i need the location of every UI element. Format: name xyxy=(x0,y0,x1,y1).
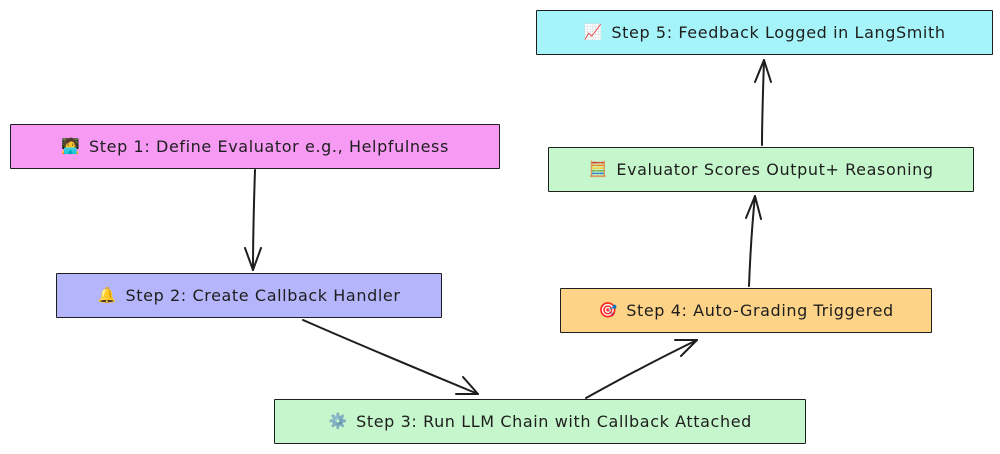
evaluator-box: 🧮 Evaluator Scores Output+ Reasoning xyxy=(548,147,974,192)
target-icon: 🎯 xyxy=(598,301,618,319)
step1-label: Step 1: Define Evaluator e.g., Helpfulne… xyxy=(89,136,449,156)
arrow-step2-to-step3 xyxy=(302,319,479,395)
person-at-laptop-icon: 🧑‍💻 xyxy=(61,137,81,155)
arrow-step1-to-step2 xyxy=(244,169,262,271)
step2-box: 🔔 Step 2: Create Callback Handler xyxy=(56,273,442,318)
abacus-icon: 🧮 xyxy=(588,160,608,178)
step2-label: Step 2: Create Callback Handler xyxy=(125,285,401,305)
gear-icon: ⚙️ xyxy=(328,412,348,430)
step5-label: Step 5: Feedback Logged in LangSmith xyxy=(611,22,946,42)
chart-increasing-icon: 📈 xyxy=(583,23,604,41)
bell-icon: 🔔 xyxy=(97,286,118,304)
step3-box: ⚙️ Step 3: Run LLM Chain with Callback A… xyxy=(274,399,806,444)
step4-box: 🎯 Step 4: Auto-Grading Triggered xyxy=(560,288,932,333)
step5-box: 📈 Step 5: Feedback Logged in LangSmith xyxy=(536,10,993,55)
step1-box: 🧑‍💻 Step 1: Define Evaluator e.g., Helpf… xyxy=(10,124,500,169)
arrow-step3-to-step4 xyxy=(585,339,698,399)
arrow-evaluator-to-step5 xyxy=(754,59,772,146)
arrow-step4-to-evaluator xyxy=(745,195,762,287)
evaluator-label: Evaluator Scores Output+ Reasoning xyxy=(616,159,934,179)
step3-label: Step 3: Run LLM Chain with Callback Atta… xyxy=(356,411,752,431)
step4-label: Step 4: Auto-Grading Triggered xyxy=(626,300,894,320)
